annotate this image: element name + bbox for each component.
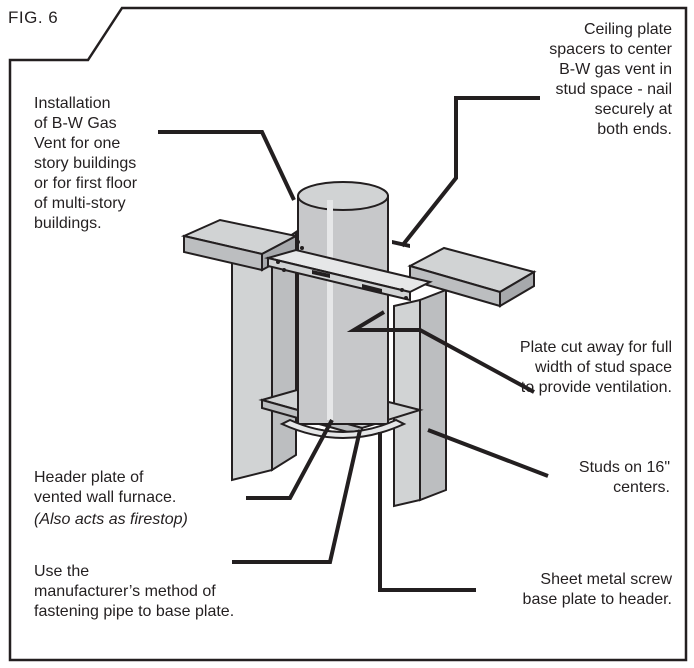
callout-studs: Studs on 16" centers. — [578, 459, 670, 496]
leader-plate-cut — [346, 310, 535, 394]
leader-installation — [158, 130, 296, 201]
callout-manufacturer: Use the manufacturer’s method of fasteni… — [34, 563, 235, 620]
callout-sheet-metal: Sheet metal screw base plate to header. — [522, 571, 672, 608]
callout-ceiling-plate: Ceiling plate spacers to center B-W gas … — [549, 21, 672, 138]
ceiling-plate — [180, 218, 537, 308]
right-stud — [393, 288, 447, 508]
callout-plate-cut: Plate cut away for full width of stud sp… — [519, 339, 672, 396]
callout-installation: Installation of B-W Gas Vent for one sto… — [34, 95, 138, 232]
leader-manufacturer — [232, 429, 362, 564]
leader-studs — [427, 428, 549, 478]
callout-header-plate: Header plate of vented wall furnace. — [34, 469, 177, 506]
leader-lines — [158, 96, 549, 592]
figure-label: FIG. 6 — [8, 8, 59, 27]
callout-header-plate-note: (Also acts as firestop) — [34, 511, 188, 528]
leader-sheet-metal — [378, 432, 476, 592]
leader-ceiling-plate — [400, 96, 540, 248]
leader-header-plate — [246, 419, 334, 500]
gas-vent-pipe — [297, 181, 389, 433]
